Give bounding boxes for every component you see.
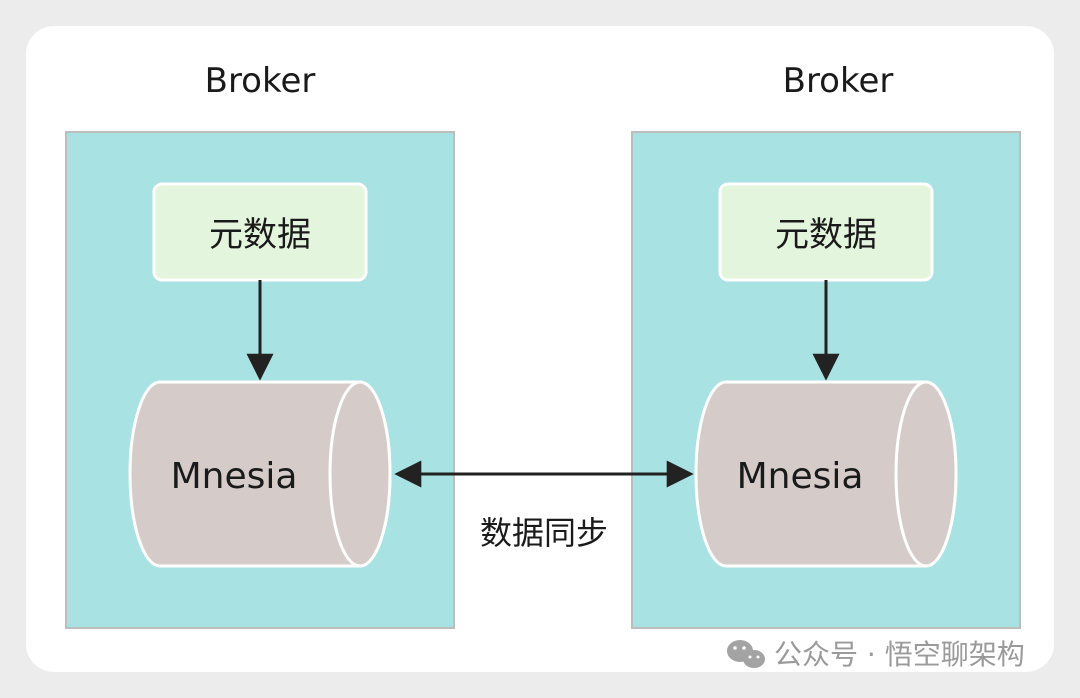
- watermark-text: 公众号 · 悟空聊架构: [774, 638, 1025, 671]
- right-mnesia-label: Mnesia: [737, 456, 864, 497]
- watermark: 公众号 · 悟空聊架构: [727, 638, 1025, 671]
- data-sync-label: 数据同步: [480, 514, 608, 552]
- right-broker-title: Broker: [783, 61, 894, 101]
- left-mnesia-label: Mnesia: [171, 456, 298, 497]
- right-metadata-label: 元数据: [775, 215, 877, 255]
- left-broker: Broker 元数据 Mnesia: [65, 61, 455, 629]
- right-broker: Broker 元数据 Mnesia: [631, 61, 1021, 629]
- left-mnesia-database: [128, 380, 392, 568]
- left-broker-title: Broker: [205, 61, 316, 101]
- wechat-icon: [727, 640, 765, 668]
- left-metadata-label: 元数据: [209, 215, 311, 255]
- right-mnesia-database: [694, 380, 958, 568]
